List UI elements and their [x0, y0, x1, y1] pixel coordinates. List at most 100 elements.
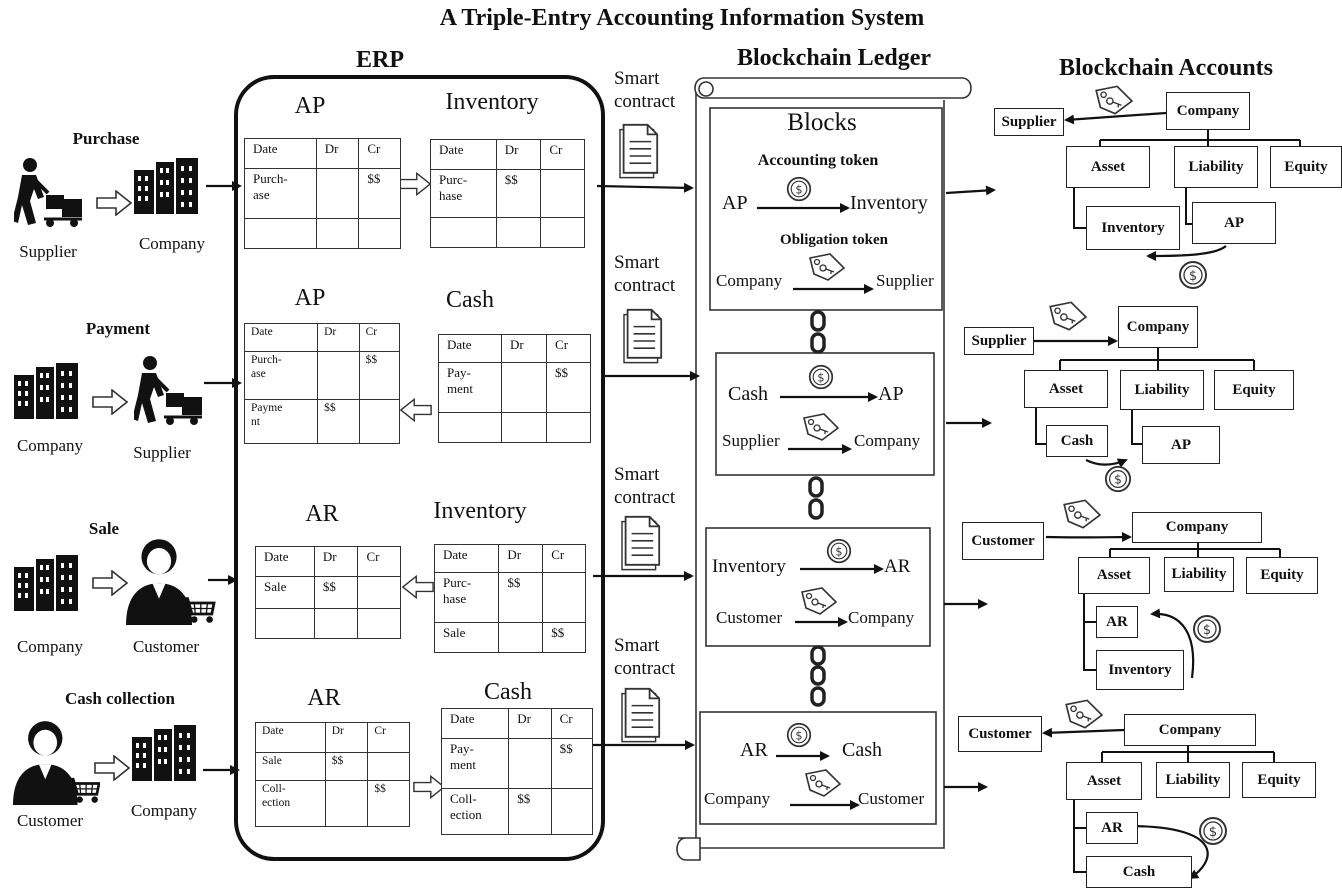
ledger-title: Cash — [446, 287, 494, 313]
ledger-title: AP — [294, 285, 326, 311]
table-cell — [313, 608, 359, 639]
flow-label-cash-collection: Cash collection — [64, 689, 176, 708]
table-cell — [255, 608, 315, 639]
account-arrow — [1030, 111, 1227, 880]
table-cell: Sale — [255, 576, 315, 609]
table-cell — [437, 412, 503, 443]
flow-label-purchase: Purchase — [72, 129, 140, 148]
token-from: Company — [716, 271, 783, 290]
hollow-arrow-icon — [413, 775, 445, 799]
table-cell: Sale — [255, 752, 326, 781]
table-cell — [324, 780, 369, 827]
ledger-title: Cash — [484, 679, 532, 705]
table-cell — [315, 218, 360, 249]
smart-contract-label: Smart contract — [614, 252, 676, 296]
account-node: AP — [1142, 426, 1220, 464]
account-node-liability: Liability — [1174, 146, 1258, 188]
table-header: Date — [255, 546, 315, 577]
table-header: Dr — [495, 139, 542, 170]
document-icon — [621, 687, 661, 743]
token-to: AR — [884, 556, 911, 577]
hollow-arrow-icon — [94, 755, 130, 781]
table-header: Cr — [550, 708, 594, 739]
table-header: Dr — [315, 138, 360, 169]
table-header: Date — [437, 334, 503, 363]
table-cell: $$ — [542, 622, 586, 653]
entity-label: Company — [16, 637, 84, 656]
table-header: Cr — [358, 138, 401, 169]
flow-label-sale: Sale — [88, 519, 120, 538]
token-to: Cash — [842, 739, 882, 761]
entity-label: Customer — [16, 811, 84, 830]
account-node-equity: Equity — [1242, 762, 1316, 798]
block-3 — [705, 527, 931, 647]
account-node-equity: Equity — [1270, 146, 1342, 188]
account-node-asset: Asset — [1024, 370, 1108, 408]
hollow-arrow-icon — [92, 570, 128, 596]
table-cell: Purch- ase — [243, 351, 319, 400]
table-header: Dr — [498, 544, 544, 573]
table-cell — [501, 412, 548, 443]
hollow-arrow-icon — [402, 575, 434, 599]
table-cell: Coll- ection — [255, 780, 326, 827]
entity-label: Company — [130, 801, 198, 820]
ledger-title: AR — [307, 685, 341, 711]
account-node: Cash — [1046, 425, 1108, 457]
table-header: Cr — [546, 334, 591, 363]
token-to: Inventory — [850, 192, 928, 214]
blocks-heading: Blocks — [787, 109, 857, 136]
token-from: Company — [704, 789, 771, 808]
flow-label-payment: Payment — [85, 319, 151, 338]
token-to: Company — [848, 608, 915, 627]
coin-icon — [808, 364, 834, 390]
table-cell — [358, 218, 401, 249]
table-cell — [550, 788, 594, 835]
account-node-equity: Equity — [1246, 557, 1318, 594]
account-node-party: Customer — [958, 716, 1042, 752]
account-node-root: Company — [1124, 714, 1256, 746]
erp-container — [234, 75, 605, 861]
entity-label: Customer — [132, 637, 200, 656]
table-cell — [317, 351, 360, 400]
table-header: Cr — [542, 544, 586, 573]
table-cell: Purc- hase — [433, 572, 500, 623]
token-from: Customer — [716, 608, 783, 627]
table-header: Dr — [313, 546, 359, 577]
accounting-token-label: Accounting token — [757, 152, 879, 169]
token-from: AR — [740, 739, 768, 761]
table-cell: $$ — [358, 351, 401, 400]
coin-icon — [1179, 261, 1207, 289]
account-node-party: Customer — [962, 522, 1044, 560]
account-node-liability: Liability — [1156, 762, 1230, 798]
table-cell: $$ — [367, 780, 410, 827]
table-header: Date — [244, 138, 317, 169]
table-header: Dr — [317, 323, 360, 352]
table-cell: $$ — [324, 752, 369, 781]
token-to: Company — [854, 431, 921, 450]
chain-link-icon — [808, 310, 826, 707]
table-cell — [498, 622, 544, 653]
account-node-asset: Asset — [1066, 146, 1150, 188]
flow-arrow — [203, 181, 242, 775]
company-icon — [14, 555, 78, 611]
page-title: A Triple-Entry Accounting Information Sy… — [439, 5, 925, 31]
tag-icon — [1095, 85, 1133, 115]
account-node-root: Company — [1118, 306, 1198, 348]
table-cell — [244, 218, 317, 249]
ledger-title: AR — [305, 501, 339, 527]
table-cell — [430, 217, 497, 248]
table-cell: Purc- hase — [430, 169, 497, 218]
coin-icon — [826, 538, 852, 564]
table-header: Date — [430, 139, 497, 170]
account-node: AP — [1192, 202, 1276, 244]
hollow-arrow-icon — [96, 190, 132, 216]
tag-icon — [1065, 699, 1103, 729]
